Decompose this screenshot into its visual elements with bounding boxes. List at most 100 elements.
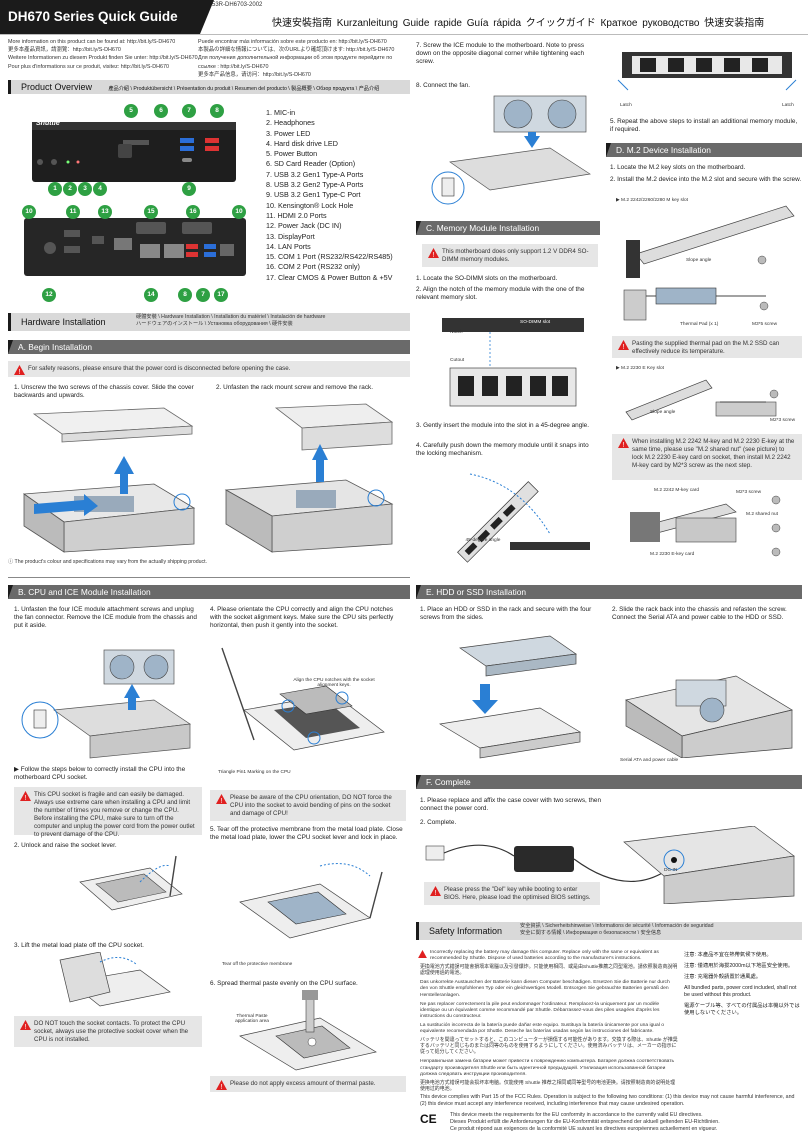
figure-rack-chassis (616, 640, 798, 759)
list-item: 14. LAN Ports (266, 241, 311, 251)
section-d-note-1: ! Pasting the supplied thermal pad on th… (612, 336, 802, 358)
warning-icon: ! (14, 365, 25, 375)
safety-translations: 安全資訊 \ Sicherheitshinweise \ Information… (520, 923, 800, 937)
section-a-step-2: 2. Unfasten the rack mount screw and rem… (216, 384, 373, 391)
callout: 7 (196, 288, 210, 302)
info-line: 更多本产品信息，请访问：http://bit.ly/S-DH670 (198, 71, 311, 78)
callout: 12 (42, 288, 56, 302)
note-text: Pasting the supplied thermal pad on the … (632, 340, 780, 355)
side-note: 注意: 僅適用於海拔2000m以下地區安全使用。 (684, 963, 794, 969)
section-a-note: ! For safety reasons, please ensure that… (8, 361, 410, 377)
list-item: 16. COM 2 Port (RS232 only) (266, 262, 360, 272)
safety-paragraphs: Incorrectly replacing the battery may da… (418, 950, 678, 1096)
info-line: More information on this product can be … (8, 39, 176, 45)
figure-thermal-paste (230, 990, 394, 1072)
list-item: 9. USB 3.2 Gen1 Type-C Port (266, 190, 361, 200)
label-paste-area: Thermal Paste application area (235, 1014, 269, 1024)
page-title: DH670 Series Quick Guide (0, 0, 214, 34)
section-title: C. Memory Module Installation (426, 223, 540, 233)
section-title: Hardware Installation (21, 317, 106, 327)
fcc-statement: This device complies with Part 15 of the… (420, 1094, 795, 1107)
warning-icon: ! (216, 794, 227, 804)
list-item: 8. USB 3.2 Gen2 Type-A Ports (266, 180, 364, 190)
callout: 5 (124, 104, 138, 118)
note-text: Please press the "Del" key while booting… (444, 886, 591, 901)
warning-icon: ! (618, 438, 629, 448)
arrow-right-icon: ▶ (616, 366, 622, 371)
info-line: Weitere Informationen zu diesem Produkt … (8, 55, 198, 62)
list-item: 13. DisplayPort (266, 231, 315, 241)
svg-text:!: ! (25, 1024, 27, 1030)
warning-icon: ! (618, 340, 629, 350)
section-title: Product Overview (21, 82, 93, 92)
info-right: Puede encontrar más información sobre es… (198, 38, 408, 79)
callout: 7 (182, 104, 196, 118)
section-d-step-1: 1. Locate the M.2 key slots on the mothe… (610, 164, 746, 171)
side-note: 電源ケーブル等、すべての付属品は本機以外では使用しないでください。 (684, 1003, 800, 1016)
list-item: 4. Hard disk drive LED (266, 138, 338, 148)
section-f-bar: F. Complete (416, 775, 802, 789)
section-title: F. Complete (426, 777, 471, 787)
ce-mark-icon: CE (420, 1112, 437, 1126)
section-b-step-1: 1. Unfasten the four ICE module attachme… (14, 606, 197, 630)
section-a-step-1: 1. Unscrew the two screws of the chassis… (14, 384, 194, 400)
svg-text:!: ! (433, 252, 435, 258)
figure-cpu-insert (214, 640, 404, 780)
figure-sodimm-insert (440, 464, 590, 564)
list-item: 5. Power Button (266, 149, 318, 159)
section-c-step-2: 2. Align the notch of the memory module … (416, 286, 585, 302)
section-title: E. HDD or SSD Installation (426, 587, 527, 597)
list-item: 6. SD Card Reader (Option) (266, 159, 356, 169)
section-b-step-4: 4. Please orientate the CPU correctly an… (210, 606, 394, 630)
info-line: Pour plus d'informations sur ce produit,… (8, 63, 170, 70)
figure-close-plate (220, 852, 390, 958)
label-m2-mkey-slot: ▶ M.2 2242/2260/2280 M key slot (616, 198, 688, 203)
section-c-step-5: 5. Repeat the above steps to install an … (610, 118, 798, 134)
callout: 14 (144, 288, 158, 302)
svg-text:!: ! (623, 344, 625, 350)
figure-m2-install (616, 204, 802, 328)
safety-paragraph: Неправильная замена батареи может привес… (420, 1059, 675, 1077)
list-item: 11. HDMI 2.0 Ports (266, 210, 327, 220)
list-item: 7. USB 3.2 Gen1 Type-A Ports (266, 169, 364, 179)
warning-icon: ! (20, 1020, 31, 1030)
note-text: This motherboard does only support 1.2 V… (442, 248, 589, 263)
label-m2-ekey-slot: ▶ M.2 2230 E Key slot (616, 366, 664, 371)
translation-line: 硬體安裝 \ Hardware Installation \ Installat… (136, 314, 326, 320)
figure-power-cord (424, 825, 798, 905)
figure-load-plate (40, 951, 180, 1014)
hardware-translations: 硬體安裝 \ Hardware Installation \ Installat… (136, 314, 406, 328)
safety-paragraph: 更換電池方式錯誤可能會損壞本電腦以及引發爆炸。只能使用相同、或是由Shuttle… (420, 965, 678, 977)
safety-bar: Safety Information (416, 922, 802, 940)
hardware-installation-bar: Hardware Installation (8, 313, 410, 331)
section-b-step-6: 6. Spread thermal paste evenly on the CP… (210, 980, 358, 987)
section-b-warn-4: ! Please do not apply excess amount of t… (210, 1076, 406, 1092)
section-b-step-7: 7. Screw the ICE module to the motherboa… (416, 42, 585, 66)
figure-ice-module (420, 92, 600, 210)
label-mkey-card: M.2 2242 M-key card (654, 488, 700, 493)
section-c-step-4: 4. Carefully push down the memory module… (416, 442, 589, 458)
list-item: 10. Kensington® Lock Hole (266, 200, 354, 210)
svg-text:!: ! (221, 798, 223, 804)
section-translations: 產品介紹 \ Produktübersicht \ Présentation d… (108, 86, 380, 92)
callout: 11 (66, 205, 80, 219)
label-thermal-pad: Thermal Pad (x 1) (680, 322, 719, 327)
section-f-step-1: 1. Please replace and affix the case cov… (420, 797, 602, 813)
section-f-step-2: 2. Complete. (420, 819, 457, 826)
callout: 10 (232, 205, 246, 219)
list-item: 15. COM 1 Port (RS232/RS422/RS485) (266, 252, 393, 262)
info-line: Для получения дополнительной информации … (198, 55, 393, 70)
page-header: DH670 Series Quick Guide 53R-DH6703-2002… (0, 0, 808, 34)
section-b-step-5: 5. Tear off the protective membrane from… (210, 826, 403, 842)
callout: 4 (93, 182, 107, 196)
parts-list: 1. MIC-in 2. Headphones 3. Power LED 4. … (266, 108, 412, 283)
label-cutout: Cutout (450, 358, 465, 363)
safety-paragraph: Das unkorrekte Austauschen der Batterie … (420, 980, 670, 998)
label-slope-angle-2: Slope angle (650, 410, 676, 415)
info-line: 更多本產品資訊，請瀏覽：http://bit.ly/S-DH670 (8, 47, 121, 54)
callout: 17 (214, 288, 228, 302)
label-tear-membrane: Tear off the protective membrane (222, 962, 293, 967)
ce-line: This device meets the requirements for t… (450, 1112, 703, 1118)
list-item: 12. Power Jack (DC IN) (266, 221, 342, 231)
section-a-bar: A. Begin Installation (8, 340, 410, 354)
